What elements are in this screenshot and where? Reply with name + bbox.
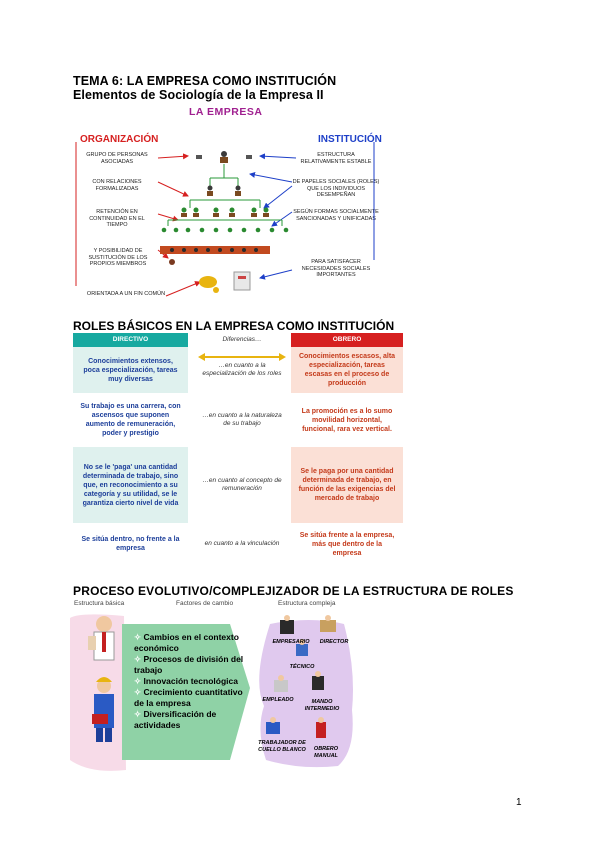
- directivo-row-3: No se le 'paga' una cantidad determinada…: [73, 447, 188, 523]
- directivo-row-4: Se sitúa dentro, no frente a la empresa: [73, 525, 188, 563]
- directivo-row-2: Su trabajo es una carrera, con ascensos …: [73, 395, 188, 445]
- factors-list: ✧ Cambios en el contexto económico ✧ Pro…: [134, 632, 246, 731]
- factor-item: ✧ Crecimiento cuantitativo de la empresa: [134, 687, 243, 708]
- diagram-title: LA EMPRESA: [189, 106, 263, 118]
- factor-item: ✧ Procesos de división del trabajo: [134, 654, 244, 675]
- document-title: TEMA 6: LA EMPRESA COMO INSTITUCIÓN: [73, 74, 337, 88]
- label-factores-cambio: Factores de cambio: [176, 600, 234, 607]
- org-label-3: RETENCIÓN EN CONTINUIDAD EN EL TIEMPO: [89, 209, 145, 228]
- org-label-5: ORIENTADA A UN FIN COMÚN: [86, 291, 166, 297]
- header-directivo: DIRECTIVO: [73, 333, 188, 347]
- role-director: DIRECTOR: [319, 639, 349, 645]
- factor-item: ✧ Diversificación de actividades: [134, 709, 217, 730]
- role-tecnico: TÉCNICO: [289, 664, 315, 670]
- double-arrow-icon: [198, 353, 286, 361]
- evolution-diagram: [70, 614, 353, 771]
- factor-item: ✧ Innovación tecnológica: [134, 676, 238, 686]
- inst-label-3: SEGÚN FORMAS SOCIALMENTE SANCIONADAS Y U…: [293, 209, 379, 222]
- inst-label-1: ESTRUCTURA RELATIVAMENTE ESTABLE: [300, 152, 372, 165]
- page-number: 1: [516, 797, 522, 808]
- factor-item: ✧ Cambios en el contexto económico: [134, 632, 239, 653]
- obrero-row-4: Se sitúa frente a la empresa, más que de…: [291, 525, 403, 563]
- organizacion-heading: ORGANIZACIÓN: [80, 134, 159, 145]
- inst-label-4: PARA SATISFACER NECESIDADES SOCIALES IMP…: [301, 259, 371, 278]
- role-empleado: EMPLEADO: [262, 697, 294, 703]
- org-label-4: Y POSIBILIDAD DE SUSTITUCIÓN DE LOS PROP…: [88, 248, 148, 267]
- role-mando-intermedio: MANDO INTERMEDIO: [304, 699, 340, 712]
- obrero-row-3: Se le paga por una cantidad determinada …: [291, 447, 403, 523]
- institucion-heading: INSTITUCIÓN: [318, 134, 382, 145]
- role-empresario: EMPRESARIO: [272, 639, 310, 645]
- diferencia-row-3: …en cuanto al concepto de remuneración: [202, 477, 282, 492]
- label-estructura-basica: Estructura básica: [74, 600, 125, 607]
- directivo-row-1: Conocimientos extensos, poca especializa…: [73, 347, 188, 393]
- diamond-bullet-icon: ✧: [134, 687, 142, 697]
- diamond-bullet-icon: ✧: [134, 676, 142, 686]
- process-section-title: PROCESO EVOLUTIVO/COMPLEJIZADOR DE LA ES…: [73, 584, 514, 598]
- org-label-1: GRUPO DE PERSONAS ASOCIADAS: [86, 152, 148, 165]
- obrero-row-2: La promoción es a lo sumo movilidad hori…: [291, 395, 403, 445]
- diamond-bullet-icon: ✧: [134, 654, 142, 664]
- document-subtitle: Elementos de Sociología de la Empresa II: [73, 88, 324, 102]
- header-diferencias: Diferencias…: [222, 336, 262, 343]
- diferencia-row-4: en cuanto a la vinculación: [204, 540, 280, 547]
- roles-section-title: ROLES BÁSICOS EN LA EMPRESA COMO INSTITU…: [73, 319, 395, 333]
- organization-chart-diagram: [75, 142, 375, 297]
- role-obrero-manual: OBRERO MANUAL: [313, 746, 339, 759]
- diamond-bullet-icon: ✧: [134, 632, 142, 642]
- inst-label-2: DE PAPELES SOCIALES (ROLES) QUE LOS INDI…: [292, 179, 380, 198]
- org-label-2: CON RELACIONES FORMALIZADAS: [92, 179, 142, 192]
- header-obrero: OBRERO: [291, 333, 403, 347]
- diamond-bullet-icon: ✧: [134, 709, 142, 719]
- diferencia-row-1: …en cuanto a la especialización de los r…: [202, 362, 282, 377]
- label-estructura-compleja: Estructura compleja: [278, 600, 336, 607]
- obrero-row-1: Conocimientos escasos, alta especializac…: [291, 347, 403, 393]
- role-trabajador-cuello-blanco: TRABAJADOR DE CUELLO BLANCO: [258, 740, 306, 753]
- diferencia-row-2: …en cuanto a la naturaleza de su trabajo: [202, 412, 282, 427]
